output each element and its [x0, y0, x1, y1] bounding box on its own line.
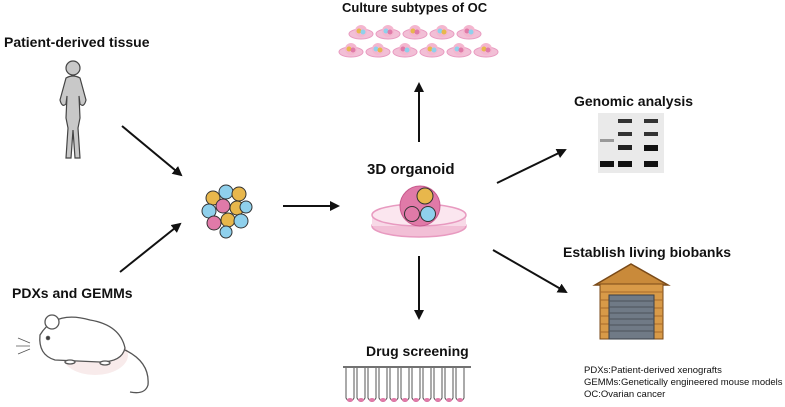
legend-line-gemm: GEMMs:Genetically engineered mouse model… [584, 377, 783, 388]
organoid-label: 3D organoid [367, 161, 455, 178]
gel-electrophoresis-icon [598, 113, 664, 173]
culture-subtypes-label: Culture subtypes of OC [342, 0, 488, 15]
arrow-patient-to-cells [121, 125, 183, 177]
legend-line-oc: OC:Ovarian cancer [584, 389, 666, 400]
cell-cluster-icon [201, 184, 253, 239]
arrow-organoid-to-genomic [496, 148, 567, 184]
legend-line-pdx: PDXs:Patient-derived xenografts [584, 365, 722, 376]
flow-arrows [119, 82, 568, 320]
biobank-garage-icon [592, 263, 671, 340]
test-tubes-icon [343, 366, 471, 403]
genomic-label: Genomic analysis [574, 93, 694, 109]
pdx-gemm-label: PDXs and GEMMs [12, 285, 133, 301]
drug-screening-label: Drug screening [366, 343, 469, 359]
abbreviation-legend: PDXs:Patient-derived xenografts GEMMs:Ge… [584, 365, 783, 401]
biobanks-label: Establish living biobanks [563, 244, 732, 260]
patient-tissue-label: Patient-derived tissue [4, 34, 150, 50]
culture-subtype-dishes-icon [338, 25, 499, 58]
arrow-organoid-to-biobank [492, 249, 568, 293]
organoid-dish-icon [371, 185, 467, 238]
arrow-pdx-to-cells [119, 222, 182, 273]
mouse-icon [16, 314, 149, 394]
patient-figure-icon [59, 60, 87, 159]
